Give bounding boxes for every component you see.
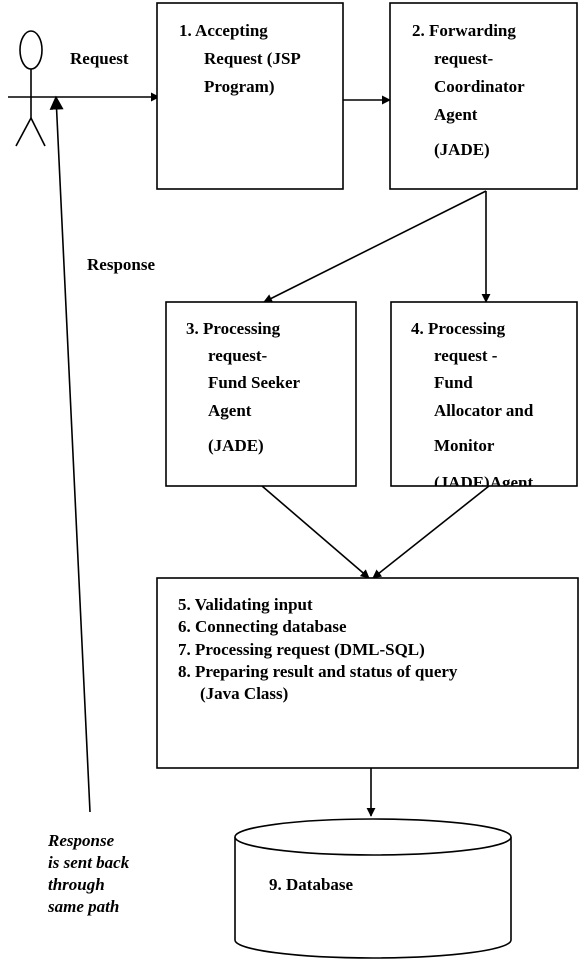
response-note: Response is sent back through same path <box>47 831 133 916</box>
database-label: 9. Database <box>269 875 354 894</box>
svg-text:2. Forwarding request-: 2. Forwarding request- Coordinator Agent… <box>412 21 529 159</box>
svg-text:4. Processing request: 4. Processing request - Fund Allocator a… <box>411 319 538 492</box>
coordinator-to-fundseeker-arrow <box>263 190 487 303</box>
box-fund-seeker: 3. Processing request- Fund Seeker Agent… <box>165 301 357 487</box>
request-label: Request <box>70 49 129 68</box>
svg-text:5. Validating input 6.: 5. Validating input 6. Connecting databa… <box>178 595 462 703</box>
response-arrow <box>49 95 91 813</box>
box-java-class: 5. Validating input 6. Connecting databa… <box>156 577 579 769</box>
stick-figure-icon <box>8 30 56 147</box>
svg-text:3. Processing request-: 3. Processing request- Fund Seeker Agent… <box>186 319 304 455</box>
allocator-to-validator-arrow <box>372 485 490 579</box>
fundseeker-to-validator-arrow <box>261 485 370 579</box>
response-label: Response <box>87 255 155 274</box>
box-fund-allocator: 4. Processing request - Fund Allocator a… <box>390 301 578 492</box>
box-forwarding-request: 2. Forwarding request- Coordinator Agent… <box>389 2 578 190</box>
database-cylinder: 9. Database <box>234 818 512 959</box>
box-accepting-request: 1. Accepting Request (JSP Program) <box>156 2 344 190</box>
svg-text:1. Accepting Request (J: 1. Accepting Request (JSP Program) <box>179 21 304 96</box>
